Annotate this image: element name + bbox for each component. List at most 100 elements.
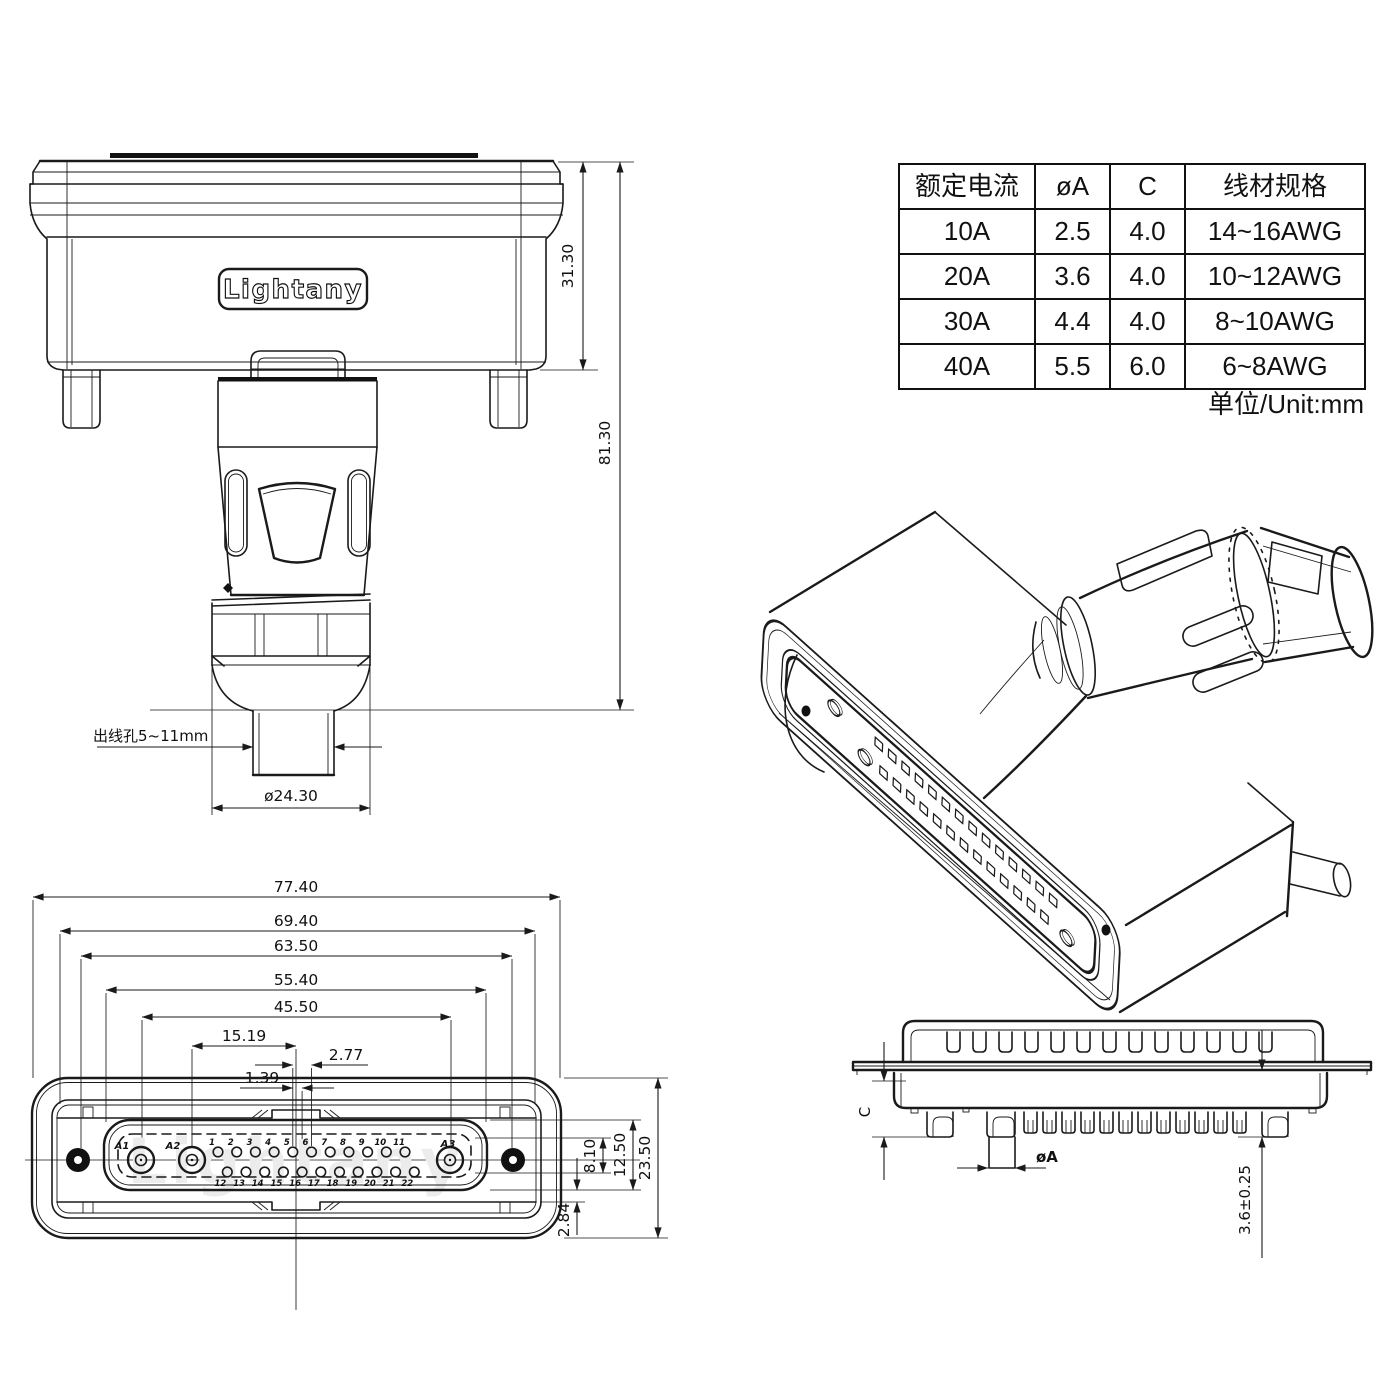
spec-header-current: 额定电流 (914, 171, 1019, 201)
iso-gasket-wire (784, 654, 825, 773)
spec-cell: 10~12AWG (1184, 253, 1364, 298)
dim-55-40: 55.40 (274, 971, 318, 989)
side-dimensions: C øA 3.6±0.25 (856, 1030, 1280, 1258)
dim-8-10: 8.10 (581, 1139, 599, 1174)
iso-backshell (979, 526, 1374, 800)
spec-cell: 4.0 (1109, 253, 1184, 298)
svg-text:5: 5 (284, 1138, 290, 1148)
front-view-hood: Lightany (29, 153, 564, 371)
dim-12-50: 12.50 (611, 1133, 629, 1177)
svg-text:17: 17 (308, 1179, 320, 1189)
signal-pins-top-row (212, 1146, 411, 1158)
dim-69-40: 69.40 (274, 912, 318, 930)
spec-cell: 5.5 (1034, 343, 1109, 388)
svg-text:15: 15 (270, 1179, 282, 1189)
dim-total-height: 81.30 (596, 421, 614, 465)
iso-pin-field (874, 736, 1058, 926)
spec-cell: 30A (900, 298, 1034, 343)
svg-text:11: 11 (393, 1138, 405, 1148)
spec-cell: 3.6 (1034, 253, 1109, 298)
face-insert (102, 1118, 489, 1192)
side-body (892, 1071, 1329, 1114)
contact-label-a2: A2 (165, 1141, 181, 1152)
iso-flange-face (760, 619, 1121, 1011)
spec-cell: 14~16AWG (1184, 208, 1364, 253)
dim-2-77: 2.77 (329, 1046, 364, 1064)
svg-text:10: 10 (374, 1138, 386, 1148)
spec-cell: 2.5 (1034, 208, 1109, 253)
iso-jackscrew-hole-left (801, 705, 811, 717)
front-view-gland (211, 583, 371, 777)
front-logo-text: Lightany (223, 275, 363, 305)
spec-header-wire: 线材规格 (1184, 165, 1364, 208)
cable-hole-label: 出线孔5~11mm (93, 727, 208, 745)
iso-body (768, 510, 1352, 1014)
spec-cell: 6~8AWG (1184, 343, 1364, 388)
dim-hood-height: 31.30 (559, 244, 577, 288)
side-view: C øA 3.6±0.25 (851, 1019, 1373, 1258)
face-flange (25, 1076, 640, 1240)
svg-text:16: 16 (289, 1179, 301, 1189)
front-view-latch (250, 350, 346, 378)
dim-2-84: 2.84 (555, 1203, 573, 1238)
dim-gland-diameter: ø24.30 (264, 787, 318, 805)
side-flange (851, 1060, 1373, 1075)
svg-text:7: 7 (321, 1138, 327, 1148)
dim-dia-a: øA (1036, 1148, 1058, 1166)
spec-cell: 40A (900, 343, 1034, 388)
svg-text:12: 12 (214, 1179, 226, 1189)
svg-text:22: 22 (401, 1179, 413, 1189)
contact-label-a3: A3 (440, 1139, 456, 1150)
unit-note: 单位/Unit:mm (1207, 389, 1364, 419)
svg-text:1: 1 (209, 1138, 215, 1148)
dim-c: C (856, 1107, 874, 1117)
logo-badge (217, 267, 369, 311)
svg-text:18: 18 (327, 1179, 339, 1189)
dim-63-50: 63.50 (274, 937, 318, 955)
svg-text:9: 9 (359, 1138, 365, 1148)
power-contact-a2 (177, 1145, 207, 1175)
front-view-boot (217, 377, 378, 597)
spec-header-dia: øA (1034, 165, 1109, 208)
svg-text:6: 6 (303, 1138, 309, 1148)
dim-23-50: 23.50 (636, 1136, 654, 1180)
dim-15-19: 15.19 (222, 1027, 266, 1045)
isometric-view (760, 510, 1374, 1014)
dim-77-40: 77.40 (274, 878, 318, 896)
power-contact-a3 (435, 1145, 465, 1175)
face-contacts: A1 A2 A3 1 2 3 4 5 6 7 8 9 10 11 (66, 1138, 525, 1189)
spec-table: 额定电流 øA C 线材规格 10A 2.5 4.0 14~16AWG 20A … (898, 163, 1366, 390)
dim-depth: 3.6±0.25 (1236, 1165, 1254, 1235)
svg-text:13: 13 (233, 1179, 245, 1189)
front-view-dimensions: 31.30 81.30 出线孔5~11mm ø24.30 (93, 161, 634, 815)
side-signal-comb (1023, 1111, 1247, 1134)
face-right-dimensions: 8.10 12.50 23.50 2.84 (475, 1077, 668, 1239)
side-power-pins (926, 1111, 1289, 1169)
spec-cell: 6.0 (1109, 343, 1184, 388)
spec-cell: 4.0 (1109, 298, 1184, 343)
front-view-feet (62, 369, 528, 429)
iso-jackscrew-hole-right (1101, 924, 1111, 936)
side-hood-cap (901, 1019, 1325, 1064)
face-watermark: Lightany (127, 1125, 464, 1198)
svg-text:20: 20 (364, 1179, 376, 1189)
svg-text:2: 2 (228, 1138, 234, 1148)
spec-cell: 4.0 (1109, 208, 1184, 253)
spec-cell: 8~10AWG (1184, 298, 1364, 343)
svg-text:14: 14 (252, 1179, 264, 1189)
pin-numbers-top: 1 2 3 4 5 6 7 8 9 10 11 (209, 1138, 405, 1148)
svg-text:21: 21 (383, 1179, 395, 1189)
spec-cell: 20A (900, 253, 1034, 298)
front-view: Lightany (29, 153, 634, 815)
side-cap-slots (946, 1031, 1273, 1053)
svg-text:19: 19 (345, 1179, 357, 1189)
dim-45-50: 45.50 (274, 998, 318, 1016)
power-contact-a1 (126, 1145, 156, 1175)
face-view: 77.40 69.40 63.50 55.40 45.50 15.19 2.77… (25, 878, 668, 1310)
spec-header-c: C (1109, 165, 1184, 208)
side-pin-barrel-a2 (988, 1136, 1016, 1169)
svg-text:4: 4 (264, 1138, 271, 1148)
contact-label-a1: A1 (114, 1141, 130, 1152)
